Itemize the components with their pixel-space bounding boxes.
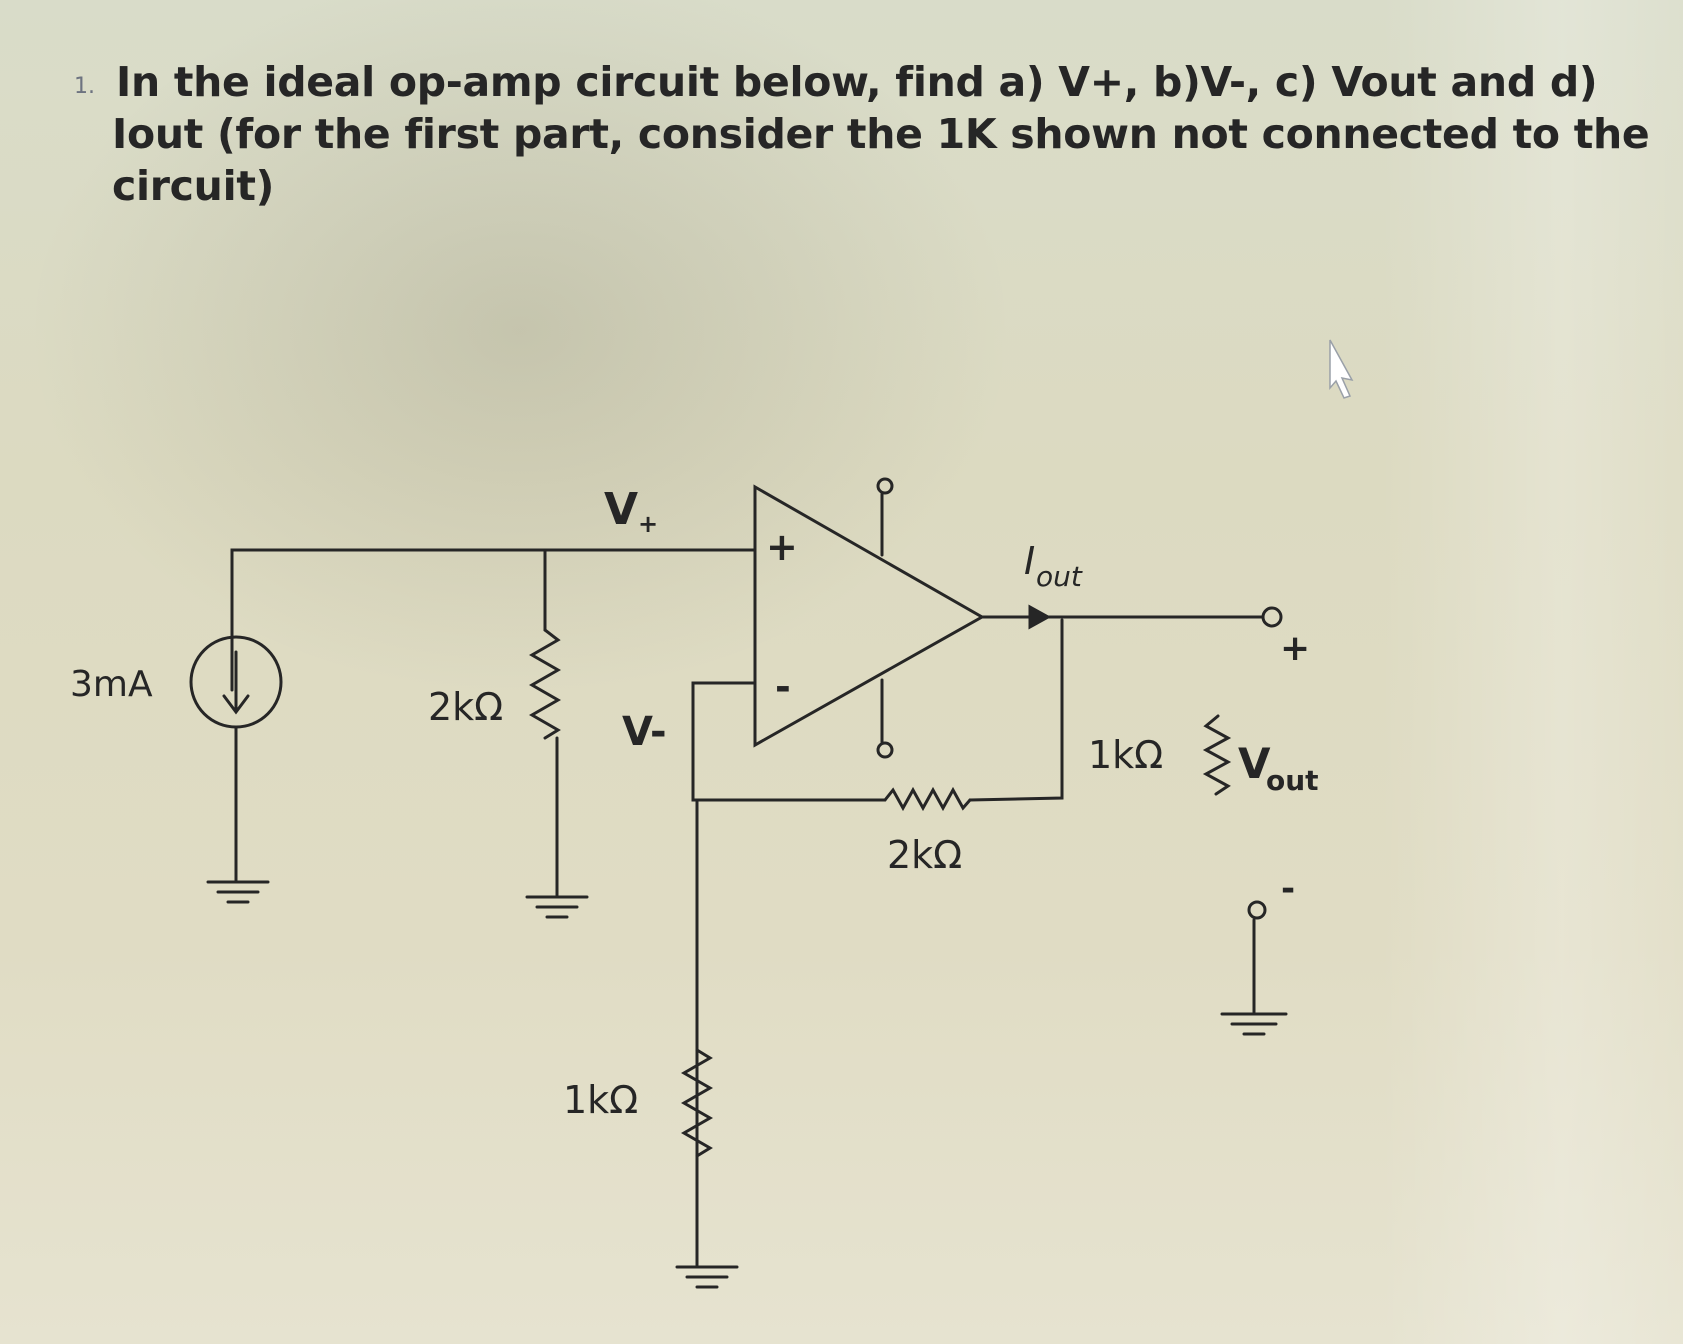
r-2k-shunt-label: 2kΩ [428, 685, 503, 729]
wire-minus-input [691, 681, 757, 1267]
vout-subscript: out [1266, 764, 1319, 797]
resistor-1k-load [1202, 714, 1232, 796]
resistor-1k-ground [680, 1048, 714, 1158]
resistor-2k-feedback [883, 786, 972, 812]
wire-top [230, 548, 757, 692]
v-plus-subscript: + [638, 510, 658, 538]
opamp-minus-sign: - [775, 665, 791, 709]
iout-subscript: out [1036, 560, 1083, 593]
v-minus-label: V- [622, 709, 667, 755]
r-1k-load-label: 1kΩ [1088, 733, 1163, 777]
current-arrow-icon [222, 650, 250, 715]
supply-terminal-top [876, 477, 894, 495]
source-label: 3mA [70, 664, 153, 705]
iout-label: I [1024, 539, 1035, 583]
iout-arrow-icon [1028, 604, 1052, 630]
resistor-2k-shunt [528, 628, 562, 740]
opamp-plus-sign: + [766, 525, 798, 569]
ground-icon-1k [675, 1265, 739, 1289]
output-terminal [1261, 606, 1283, 628]
r-feedback-label: 2kΩ [887, 833, 962, 877]
cursor-arrow-icon [1329, 339, 1354, 399]
ground-icon-vout [1220, 1012, 1288, 1036]
wire-feedback-right [968, 618, 1064, 802]
question-line-2: Iout (for the first part, consider the 1… [112, 110, 1650, 158]
question-line-1: In the ideal op-amp circuit below, find … [116, 58, 1598, 106]
vout-minus-terminal [1247, 900, 1267, 920]
question-line-3: circuit) [112, 162, 275, 210]
supply-terminal-bottom [876, 741, 894, 759]
opamp-triangle [753, 484, 986, 748]
ground-icon-2k [525, 895, 589, 919]
vout-label: V [1238, 739, 1271, 788]
vout-minus-sign: - [1281, 869, 1295, 909]
v-plus-label: V [604, 484, 638, 535]
question-number: 1. [74, 74, 95, 99]
ground-icon-source [206, 880, 270, 904]
vout-plus-sign: + [1280, 628, 1310, 669]
r-1k-ground-label: 1kΩ [563, 1078, 638, 1122]
